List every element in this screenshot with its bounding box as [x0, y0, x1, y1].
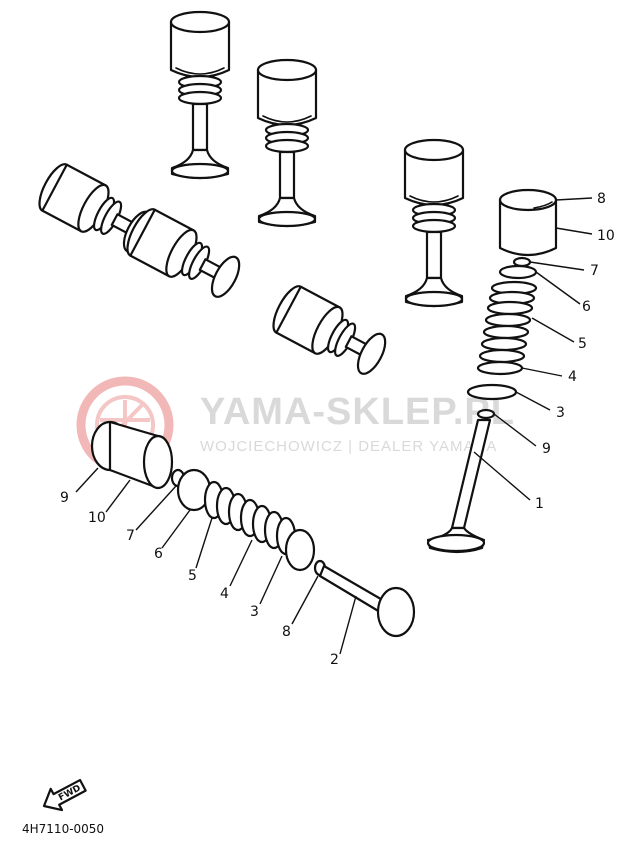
callout-7: 7: [126, 528, 135, 544]
watermark: YAMA-SKLEP.PL WOJCIECHOWICZ | DEALER YAM…: [76, 376, 515, 474]
callout-4: 4: [568, 369, 577, 385]
intake-valve-side-2: [120, 203, 248, 306]
intake-valve-side-3: [266, 280, 394, 383]
exploded-exhaust-valve: [426, 188, 558, 554]
callout-10: 10: [597, 228, 615, 244]
callout-5: 5: [578, 336, 587, 352]
watermark-tagline: WOJCIECHOWICZ | DEALER YAMAHA: [200, 438, 497, 455]
callout-2: 2: [330, 652, 339, 668]
exploded-intake-valve: [90, 420, 416, 638]
callout-8: 8: [282, 624, 291, 640]
exhaust-valve-upright-3: [403, 138, 465, 308]
callout-10: 10: [88, 510, 106, 526]
callout-6: 6: [582, 299, 591, 315]
intake-callouts: 9 10 7 6 5 4 3 8 2: [60, 490, 339, 668]
exhaust-valve-upright-2: [256, 58, 318, 228]
callout-9: 8: [597, 191, 606, 207]
callout-5: 5: [188, 568, 197, 584]
exhaust-leader-lines: [473, 197, 593, 501]
exhaust-callouts: 8 10 7 6 5 4 3 9 1: [535, 191, 615, 512]
forward-arrow-icon: FWD: [42, 778, 87, 812]
callout-7: 7: [590, 263, 599, 279]
callout-3: 3: [250, 604, 259, 620]
watermark-brand: YAMA-SKLEP.PL: [200, 391, 515, 433]
exhaust-valve-upright-1: [169, 10, 231, 180]
callout-3: 3: [556, 405, 565, 421]
callout-4: 4: [220, 586, 229, 602]
callout-6: 6: [154, 546, 163, 562]
callout-9: 9: [60, 490, 69, 506]
callout-1: 1: [535, 496, 544, 512]
callout-8: 9: [542, 441, 551, 457]
drawing-number: 4H7110-0050: [22, 822, 104, 836]
intake-leader-lines: [75, 467, 357, 655]
